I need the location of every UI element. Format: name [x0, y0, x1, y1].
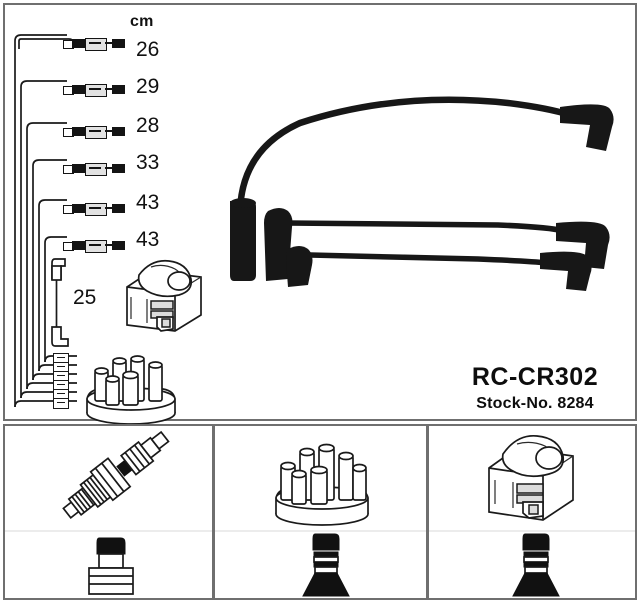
- bundle-exit-6: [44, 355, 77, 363]
- bundle-exit-2: [20, 391, 77, 399]
- connector-tip-icon: [112, 204, 125, 213]
- spark-plug-icon: [62, 430, 170, 520]
- ignition-coil-connector-drawing: [126, 259, 202, 332]
- connector-body-icon: [85, 84, 107, 97]
- cable-right-angle-boot-5: [540, 251, 592, 291]
- cable-straight-boot: [230, 201, 256, 281]
- distributor-cap-icon: [275, 443, 369, 526]
- unit-header-cm: cm: [130, 13, 154, 30]
- distributor-terminal-boot-icon: [302, 533, 350, 597]
- connector-body-line: [89, 167, 101, 169]
- spark-plug-boot-icon: [88, 537, 134, 595]
- lead-run-3: [26, 122, 67, 130]
- cable-lead-long: [236, 96, 574, 215]
- lead-length-4: 33: [136, 151, 160, 174]
- wiring-harness-schematic: [14, 34, 77, 408]
- lead-connector-3: [63, 126, 127, 139]
- cell-divider: [5, 530, 212, 532]
- lead-length-5: 43: [136, 191, 160, 214]
- stock-number: Stock-No. 8284: [476, 395, 594, 412]
- connector-sleeve-icon: [72, 241, 85, 250]
- connector-tip-icon: [112, 241, 125, 250]
- lead-connector-1: [63, 38, 127, 51]
- lead-length-1: 26: [136, 38, 160, 61]
- connector-stem: [105, 42, 112, 44]
- ignition-coil-icon: [488, 434, 574, 521]
- lead-connector-6: [63, 240, 127, 253]
- connector-stem: [105, 244, 112, 246]
- connector-body-line: [89, 130, 101, 132]
- short-jumper-cable: [51, 258, 69, 347]
- lead-length-2: 29: [136, 75, 160, 98]
- part-number: RC-CR302: [471, 363, 599, 391]
- connector-sleeve-icon: [72, 127, 85, 136]
- connector-sleeve-icon: [72, 164, 85, 173]
- cell-divider: [215, 530, 426, 532]
- bundle-exit-5: [38, 364, 77, 372]
- connector-body-line: [89, 244, 101, 246]
- short-cable-length: 25: [73, 286, 97, 309]
- cable-lead-mid: [283, 220, 567, 234]
- connector-body-line: [89, 42, 101, 44]
- lead-run-5: [38, 199, 67, 207]
- connector-tip-icon: [112, 127, 125, 136]
- bundle-exit-3: [26, 382, 77, 390]
- connector-stem: [105, 207, 112, 209]
- terminal-ferrule: [53, 398, 69, 409]
- lead-length-6: 43: [136, 228, 160, 251]
- connector-stem: [105, 130, 112, 132]
- cable-right-angle-boot-4: [286, 246, 313, 287]
- lead-run-6: [44, 236, 67, 244]
- legend-cell-spark-plug: [3, 424, 214, 600]
- connector-body-icon: [85, 126, 107, 139]
- connector-sleeve-icon: [72, 39, 85, 48]
- lead-run-1: [14, 34, 67, 42]
- connector-body-icon: [85, 38, 107, 51]
- coil-terminal-boot-icon: [512, 533, 560, 597]
- legend-cell-distributor-cap: [213, 424, 428, 600]
- main-diagram-panel: cm: [3, 3, 637, 425]
- ignition-cable-photo: [230, 96, 614, 291]
- connector-body-icon: [85, 163, 107, 176]
- connector-sleeve-icon: [72, 204, 85, 213]
- cable-right-angle-boot-1: [560, 104, 614, 151]
- connector-stem: [105, 167, 112, 169]
- lead-run-4: [32, 159, 67, 167]
- connector-tip-icon: [112, 164, 125, 173]
- connector-tip-icon: [112, 39, 125, 48]
- cell-divider: [429, 530, 635, 532]
- bundle-exit-4: [32, 373, 77, 381]
- connector-stem: [105, 88, 112, 90]
- bundle-exit-1: [14, 400, 77, 408]
- connector-tip-icon: [112, 85, 125, 94]
- lead-connector-5: [63, 203, 127, 216]
- legend-cell-ignition-coil: [427, 424, 637, 600]
- distributor-cap-drawing: [86, 355, 176, 425]
- connector-body-icon: [85, 240, 107, 253]
- connector-body-line: [89, 88, 101, 90]
- connector-sleeve-icon: [72, 85, 85, 94]
- lead-connector-2: [63, 84, 127, 97]
- lead-run-2: [20, 80, 67, 88]
- connector-body-icon: [85, 203, 107, 216]
- cable-right-angle-boot-3: [556, 221, 610, 269]
- connector-body-line: [89, 207, 101, 209]
- lead-length-3: 28: [136, 114, 160, 137]
- cable-lead-short: [307, 252, 551, 266]
- cable-right-angle-boot-2: [264, 208, 293, 281]
- lead-connector-4: [63, 163, 127, 176]
